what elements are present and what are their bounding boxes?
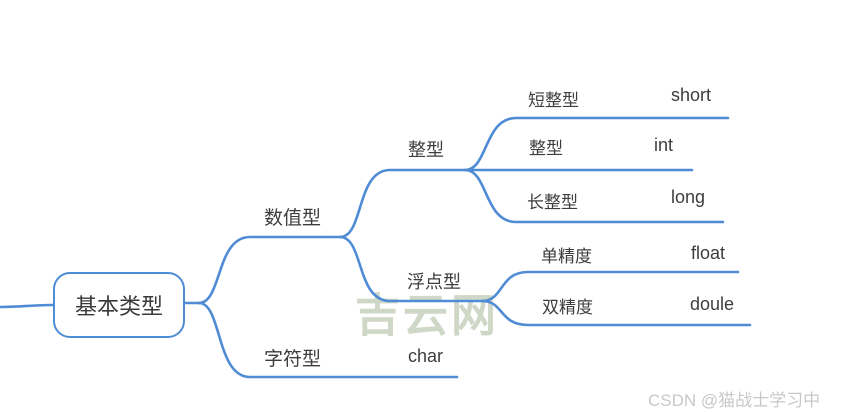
node-double-precision-label[interactable]: 双精度 xyxy=(542,298,593,317)
node-integer-parent-label[interactable]: 整型 xyxy=(408,140,444,160)
node-numeric-label[interactable]: 数值型 xyxy=(264,208,322,229)
branch-to-double xyxy=(480,299,752,327)
branch-to-single xyxy=(480,270,740,303)
node-int-value[interactable]: int xyxy=(654,135,674,155)
node-short-label[interactable]: 短整型 xyxy=(528,91,579,110)
node-single-precision-value[interactable]: float xyxy=(691,243,726,263)
branch-to-chartype xyxy=(197,301,459,379)
node-float-parent-label[interactable]: 浮点型 xyxy=(407,272,461,292)
branch-to-float xyxy=(338,235,484,303)
branch-to-short xyxy=(463,116,730,172)
node-single-precision-label[interactable]: 单精度 xyxy=(541,247,592,266)
branch-to-numeric xyxy=(197,235,342,305)
node-root-label: 基本类型 xyxy=(74,294,163,319)
node-chartype-label[interactable]: 字符型 xyxy=(264,349,322,370)
watermark-csdn: CSDN @猫战士学习中 xyxy=(648,391,821,410)
node-root[interactable]: 基本类型 xyxy=(53,272,185,338)
node-long-value[interactable]: long xyxy=(671,187,706,207)
node-double-precision-value[interactable]: doule xyxy=(690,294,735,314)
node-short-value[interactable]: short xyxy=(671,85,712,105)
node-chartype-value[interactable]: char xyxy=(408,346,444,366)
branch-to-long xyxy=(463,168,725,224)
branch-root-left xyxy=(0,303,55,309)
node-long-label[interactable]: 长整型 xyxy=(527,193,578,212)
node-int-label[interactable]: 整型 xyxy=(529,139,563,158)
branch-to-integer-int xyxy=(338,168,694,239)
